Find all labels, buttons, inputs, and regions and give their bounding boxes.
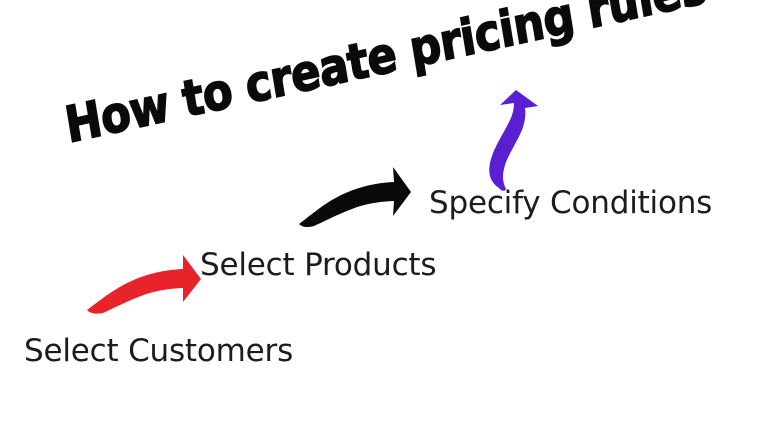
step-label-select-customers: Select Customers [24, 333, 294, 369]
step-label-specify-conditions: Specify Conditions [429, 185, 713, 221]
step-label-select-products: Select Products [200, 247, 437, 283]
black-curved-arrow [299, 167, 411, 228]
purple-curved-arrow [489, 90, 538, 191]
red-curved-arrow [87, 255, 201, 314]
page-title: How to create pricing rules [60, 0, 710, 156]
